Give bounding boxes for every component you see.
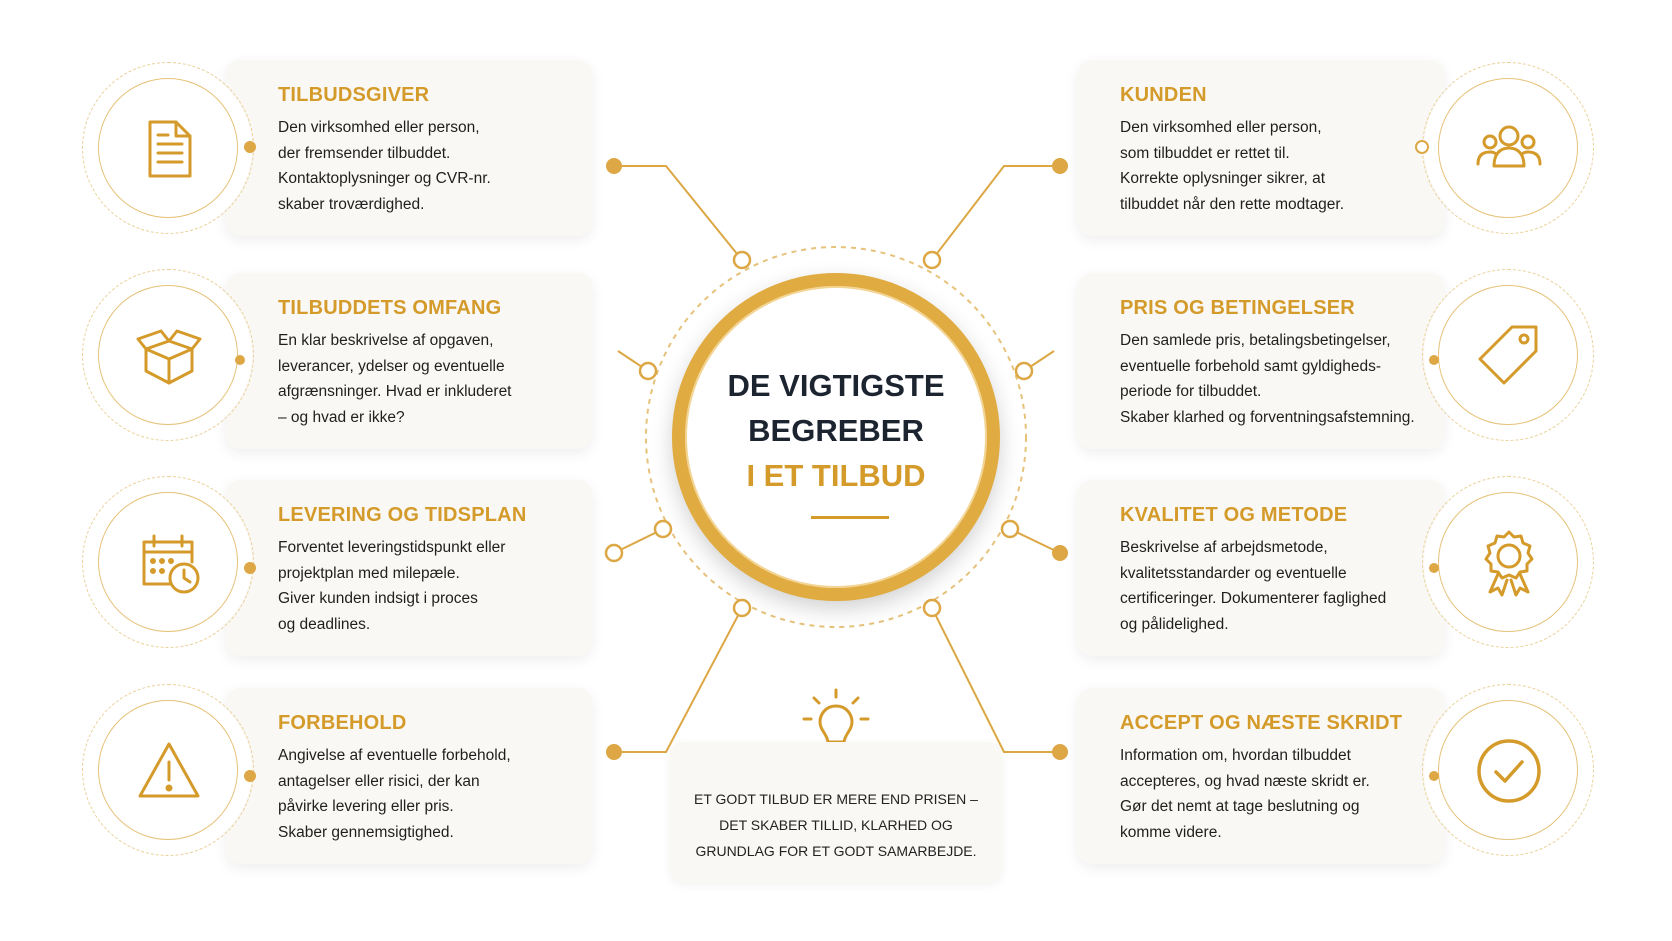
card-text-line: Giver kunden indsigt i proces [278,590,478,607]
connector-node [653,519,673,539]
connector-line-kunden [931,165,1060,261]
card-accept-og-naeste-skridt: ACCEPT OG NÆSTE SKRIDT Information om, h… [1078,688,1444,864]
icon-dashed-ring [1422,269,1594,441]
icon-badge-pris [1438,285,1578,425]
connector-node [732,598,752,618]
connector-dot [606,158,622,174]
card-title: TILBUDSGIVER [278,84,430,106]
calendar-clock-icon [142,534,200,594]
center-title-line1: DE VIGTIGSTE [727,368,945,403]
card-text-line: påvirke levering eller pris. [278,798,454,815]
connector-line-forbehold [614,607,743,753]
card-text-line: og deadlines. [278,615,371,633]
icon-badge-tilbudsgiver [98,78,238,218]
connector-dot [606,744,622,760]
card-title: ACCEPT OG NÆSTE SKRIDT [1120,712,1403,734]
card-text-line: Gør det nemt at tage beslutning og [1120,798,1360,815]
card-text-line: accepteres, og hvad næste skridt er. [1120,772,1370,790]
connector-line-tilbudsgiver [614,165,743,261]
card-text-line: Skaber gennemsigtighed. [278,823,454,841]
card-text-line: Angivelse af eventuelle forbehold, [278,747,511,764]
card-title: KVALITET OG METODE [1120,504,1348,526]
card-text-line: Information om, hvordan tilbuddet [1120,747,1351,764]
tip-box: ET GODT TILBUD ER MERE END PRISEN – DET … [670,742,1002,882]
card-tilbudsgiver: TILBUDSGIVER Den virksomhed eller person… [226,60,592,236]
icon-badge-forbehold [98,700,238,840]
connector-dot [1052,158,1068,174]
card-text-line: En klar beskrivelse af opgaven, [278,332,494,349]
card-text-line: Den virksomhed eller person, [278,119,480,136]
icon-badge-levering [98,492,238,632]
card-text-line: Forventet leveringstidspunkt eller [278,539,506,556]
connector-dot [1052,744,1068,760]
card-text-line: eventuelle forbehold samt gyldigheds- [1120,357,1382,375]
card-text-line: projektplan med milepæle. [278,564,460,582]
award-badge-icon [1484,530,1534,597]
card-title: LEVERING OG TIDSPLAN [278,504,527,526]
connector-node [922,598,942,618]
icon-badge-kvalitet [1438,492,1578,632]
open-box-icon [136,329,202,385]
center-outer-dashed-ring [645,246,1027,628]
card-title: KUNDEN [1120,84,1207,106]
card-text-line: antagelser eller risici, der kan [278,772,480,790]
price-tag-icon [1478,325,1538,385]
card-title: PRIS OG BETINGELSER [1120,297,1355,319]
card-text-line: og pålidelighed. [1120,615,1229,633]
card-kunden: KUNDEN Den virksomhed eller person, som … [1078,60,1444,236]
tip-text-line: GRUNDLAG FOR ET GODT SAMARBEJDE. [695,843,977,859]
icon-badge-omfang [98,285,238,425]
icon-badge-kunden [1438,78,1578,218]
card-text-line: tilbuddet når den rette modtager. [1120,195,1345,213]
checkmark-circle-icon [1477,739,1541,803]
tip-text-line: ET GODT TILBUD ER MERE END PRISEN – [694,791,978,807]
card-text-line: periode for tilbuddet. [1120,383,1262,400]
connector-node [604,543,624,563]
card-text-line: leverancer, ydelser og eventuelle [278,357,505,375]
connector-line-accept [931,607,1060,753]
card-text-line: Den samlede pris, betalingsbetingelser, [1120,332,1391,349]
icon-dashed-ring [1422,684,1594,856]
center-underline [811,516,889,519]
warning-icon [138,742,200,798]
card-kvalitet-og-metode: KVALITET OG METODE Beskrivelse af arbejd… [1078,480,1444,656]
connector-node [732,250,752,270]
icon-dashed-ring [82,269,254,441]
icon-badge-accept [1438,700,1578,840]
connector-node [922,250,942,270]
card-tilbuddets-omfang: TILBUDDETS OMFANG En klar beskrivelse af… [226,273,592,449]
card-text-line: komme videre. [1120,823,1222,841]
card-forbehold: FORBEHOLD Angivelse af eventuelle forbeh… [226,688,592,864]
tip-text-line: DET SKABER TILLID, KLARHED OG [719,817,953,833]
card-text-line: Den virksomhed eller person, [1120,119,1322,136]
card-text-line: der fremsender tilbuddet. [278,144,451,162]
card-pris-og-betingelser: PRIS OG BETINGELSER Den samlede pris, be… [1078,273,1444,449]
center-title-line2: BEGREBER [748,413,924,448]
card-text-line: afgrænsninger. Hvad er inkluderet [278,383,512,400]
connector-node [1000,519,1020,539]
connector-node [1014,361,1034,381]
card-title: TILBUDDETS OMFANG [278,297,502,319]
connector-dot [1052,545,1068,561]
card-text-line: Skaber klarhed og forventningsafstemning… [1120,408,1415,426]
icon-dashed-ring [1422,476,1594,648]
card-text-line: Kontaktoplysninger og CVR-nr. [278,170,491,187]
card-text-line: Korrekte oplysninger sikrer, at [1120,170,1326,187]
card-levering-og-tidsplan: LEVERING OG TIDSPLAN Forventet leverings… [226,480,592,656]
card-text-line: kvalitetsstandarder og eventuelle [1120,564,1347,582]
center-title-line3: I ET TILBUD [746,458,926,493]
card-text-line: skaber troværdighed. [278,195,425,213]
card-title: FORBEHOLD [278,712,407,734]
card-text-line: som tilbuddet er rettet til. [1120,144,1290,162]
center-title-circle: DE VIGTIGSTE BEGREBER I ET TILBUD [672,273,1000,601]
connector-node [638,361,658,381]
card-text-line: certificeringer. Dokumenterer faglighed [1120,590,1387,607]
people-icon [1476,125,1542,168]
document-icon [148,120,192,178]
card-text-line: Beskrivelse af arbejdsmetode, [1120,539,1328,556]
card-text-line: – og hvad er ikke? [278,408,405,426]
